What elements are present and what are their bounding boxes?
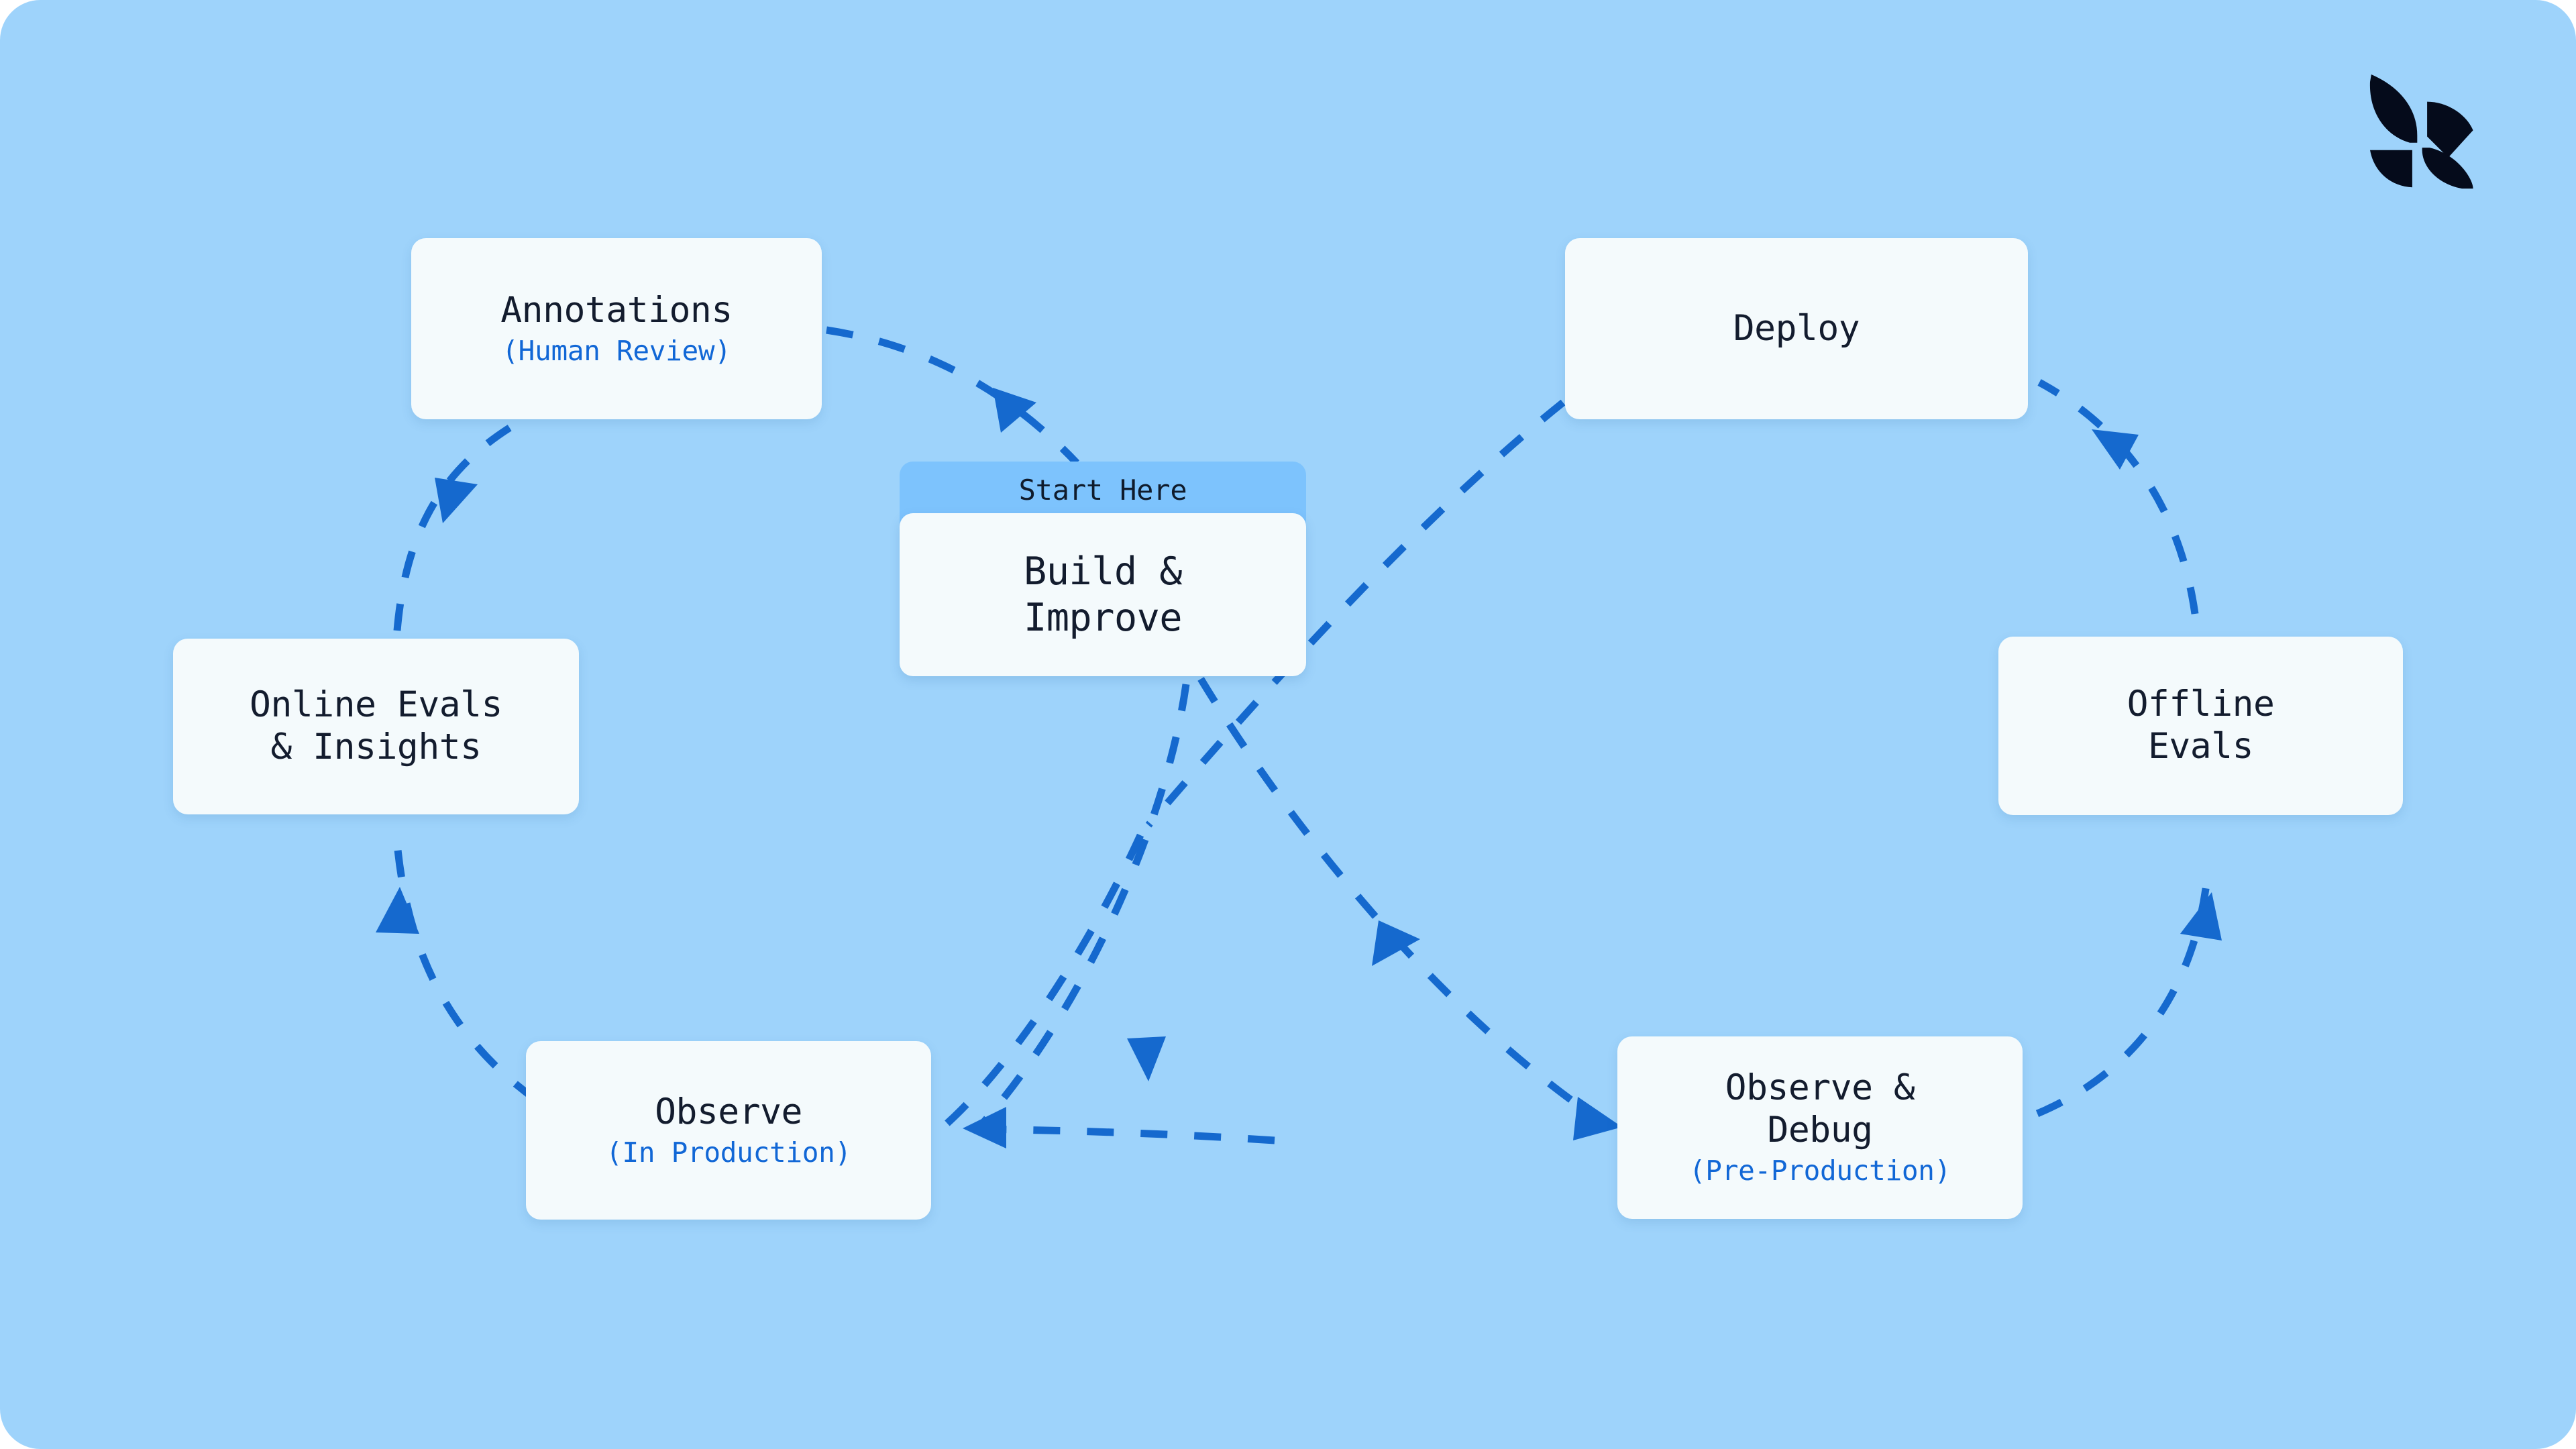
node-offline-evals[interactable]: Offline Evals — [1998, 637, 2403, 815]
arrowhead-into-observe-production — [963, 1107, 1006, 1148]
arrowhead-build-to-observe-debug — [1573, 1097, 1622, 1140]
arrowhead-offline-evals-to-deploy — [2092, 429, 2139, 470]
arrowhead-observe-production-to-online-evals — [376, 887, 419, 934]
arrowhead-annotations-to-build — [993, 388, 1036, 433]
node-online-evals-title: Online Evals & Insights — [250, 684, 502, 767]
node-deploy[interactable]: Deploy — [1565, 238, 2028, 419]
logo-petal-top-left — [2369, 74, 2418, 143]
node-online-evals[interactable]: Online Evals & Insights — [173, 639, 579, 814]
node-observe-debug[interactable]: Observe & Debug (Pre-Production) — [1617, 1036, 2023, 1219]
arrow-into-observe-production — [972, 1125, 1275, 1144]
node-observe-production-subtitle: (In Production) — [606, 1136, 851, 1169]
arrow-observe-debug-to-offline-evals — [2035, 878, 2211, 1118]
node-build-improve-title: Build & Improve — [1023, 549, 1183, 640]
node-deploy-title: Deploy — [1733, 307, 1860, 349]
node-observe-production[interactable]: Observe (In Production) — [526, 1041, 931, 1220]
node-observe-debug-title: Observe & Debug — [1725, 1067, 1915, 1150]
logo-petal-bottom-left — [2370, 150, 2412, 188]
arrow-observe-production-to-online-evals — [392, 824, 539, 1104]
node-observe-debug-subtitle: (Pre-Production) — [1688, 1155, 1951, 1187]
build-improve-card[interactable]: Build & Improve — [900, 513, 1306, 676]
arrow-annotations-to-build — [826, 326, 1079, 466]
arrowhead-observe-debug-to-offline-evals — [2180, 892, 2222, 941]
node-offline-evals-title: Offline Evals — [2127, 684, 2275, 767]
node-annotations-title: Annotations — [500, 289, 733, 331]
node-annotations-subtitle: (Human Review) — [502, 335, 731, 368]
node-observe-production-title: Observe — [655, 1091, 802, 1132]
arrowhead-online-evals-to-annotations — [435, 478, 478, 523]
arrowhead-deploy-to-build — [1372, 920, 1420, 966]
node-build-improve[interactable]: Start Here Build & Improve — [900, 462, 1306, 676]
arrow-build-to-observe-production — [976, 684, 1190, 1130]
arrow-online-evals-to-annotations — [393, 413, 532, 631]
logo-petal-top-right — [2427, 101, 2473, 158]
node-annotations[interactable]: Annotations (Human Review) — [411, 238, 822, 419]
arrow-offline-evals-to-deploy — [2037, 379, 2199, 614]
brand-logo — [2369, 74, 2473, 189]
logo-petal-bottom-right — [2422, 148, 2473, 189]
arrow-crossing-to-observe-production — [936, 833, 1144, 1134]
start-here-label: Start Here — [1018, 474, 1187, 506]
arrowhead-build-to-observe-production — [1127, 1036, 1166, 1081]
arrow-deploy-to-build — [1145, 399, 1566, 828]
arrow-build-to-observe-debug — [1197, 677, 1613, 1130]
